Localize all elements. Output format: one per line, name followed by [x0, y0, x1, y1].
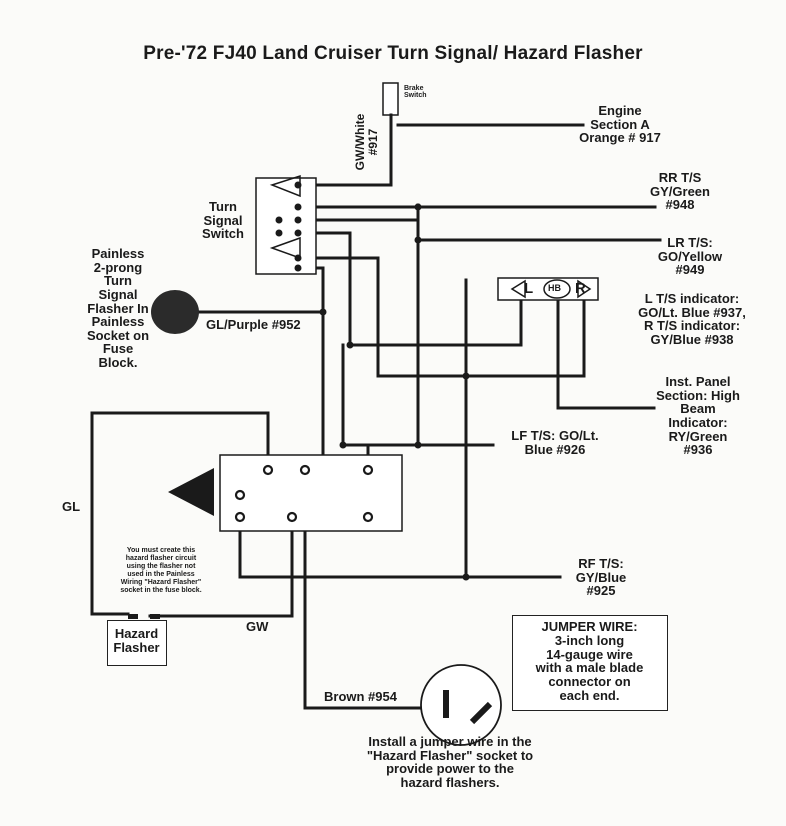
gl-purple-label: GL/Purple #952 — [206, 317, 301, 332]
painless-flasher-label: Painless 2-prong Turn Signal Flasher In … — [86, 246, 150, 371]
jumper-wire-box: JUMPER WIRE: 3-inch long 14-gauge wire w… — [512, 615, 668, 711]
jumper-wire-body: 3-inch long 14-gauge wire with a male bl… — [535, 633, 644, 703]
jumper-wire-heading: JUMPER WIRE: — [541, 619, 638, 634]
junction-dots — [319, 203, 470, 581]
hazard-switch — [168, 454, 403, 532]
brake-switch-label: Brake Switch — [404, 85, 427, 100]
wire-gl — [90, 411, 270, 616]
wire-l-indicator-937 — [298, 231, 523, 347]
wire-gw-white-917 — [298, 113, 393, 187]
wire-lr-go-yellow-949 — [298, 218, 662, 242]
indicator-panel — [497, 277, 599, 301]
hazard-flasher-socket — [420, 664, 502, 746]
indicator-letter-l: L — [524, 280, 534, 297]
diagram-title: Pre-'72 FJ40 Land Cruiser Turn Signal/ H… — [143, 43, 643, 64]
install-note: Install a jumper wire in the "Hazard Fla… — [366, 734, 534, 790]
rr-ts-label: RR T/S GY/Green #948 — [650, 170, 710, 213]
lr-ts-label: LR T/S: GO/Yellow #949 — [657, 235, 723, 278]
turn-signal-switch — [255, 174, 317, 275]
indicator-letter-hb: HB — [548, 283, 561, 293]
indicator-label: L T/S indicator: GO/Lt. Blue #937, R T/S… — [638, 291, 746, 347]
high-beam-label: Inst. Panel Section: High Beam Indicator… — [656, 374, 740, 458]
gw-white-label: GW/White #917 — [353, 113, 380, 171]
engine-label: Engine Section A Orange # 917 — [579, 103, 661, 146]
painless-turn-signal-flasher — [151, 290, 199, 334]
brown-label: Brown #954 — [324, 689, 397, 704]
wire-r-indicator-938 — [298, 256, 586, 378]
hazard-circuit-note: You must create this hazard flasher circ… — [120, 547, 202, 595]
rf-ts-label: RF T/S: GY/Blue #925 — [575, 556, 627, 599]
lf-ts-label: LF T/S: GO/Lt. Blue #926 — [511, 428, 599, 457]
indicator-letter-r: R — [575, 280, 586, 297]
hazard-flasher-label: Hazard Flasher — [113, 626, 160, 655]
gw-label: GW — [246, 619, 269, 634]
brake-switch — [382, 82, 399, 116]
hazard-flasher-tabs — [128, 614, 160, 619]
gl-label: GL — [62, 499, 81, 514]
wire-brown-954 — [303, 468, 422, 710]
hazard-flasher: Hazard Flasher — [107, 620, 167, 666]
wire-high-beam-936 — [556, 298, 656, 410]
wire-gw — [148, 515, 294, 618]
wire-rf-gy-blue-925 — [238, 515, 562, 579]
turn-signal-switch-label: Turn Signal Switch — [202, 199, 244, 242]
